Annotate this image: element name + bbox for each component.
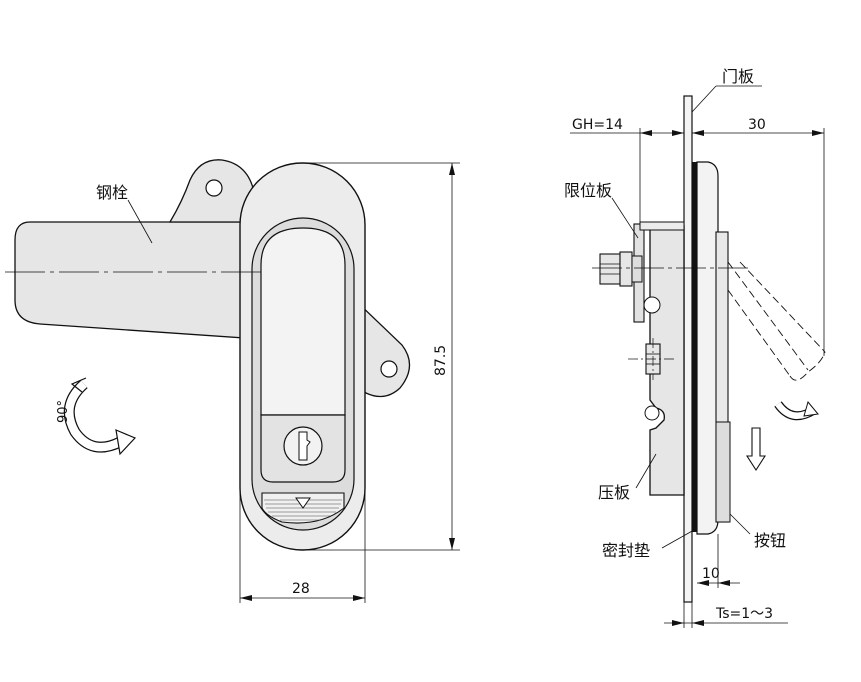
gasket (692, 162, 697, 532)
label-steel-bolt: 钢栓 (96, 183, 128, 202)
leader-limit-plate (611, 197, 639, 239)
arrow-down-icon (295, 497, 311, 509)
dim-10-dimension (697, 534, 740, 588)
handle-open-position (727, 261, 826, 381)
bolt-nut-icon (599, 251, 643, 287)
body-notch-lower (644, 405, 660, 421)
button-side (715, 421, 731, 523)
keyhole-icon (298, 431, 311, 461)
limit-plate-cap (639, 221, 685, 231)
leader-steel-bolt (127, 199, 153, 244)
side-rotation-arrow-icon (774, 400, 819, 421)
label-limit-plate: 限位板 (564, 181, 612, 200)
push-down-arrow-icon (745, 427, 767, 472)
handle-body (260, 227, 346, 416)
leader-button (729, 513, 751, 535)
label-ts: Ts=1～3 (715, 606, 773, 622)
dim-10-label: 10 (702, 566, 720, 582)
label-door-panel: 门板 (722, 67, 754, 86)
door-panel (683, 95, 693, 603)
upper-mounting-hole (205, 179, 223, 197)
label-gasket: 密封垫 (602, 541, 650, 560)
rotation-arrow-icon (63, 377, 137, 456)
label-pressure-plate: 压板 (598, 483, 630, 502)
leader-gasket (661, 529, 695, 549)
rotation-angle-label: 90° (56, 400, 71, 423)
label-gh: GH=14 (572, 117, 623, 133)
dim-height-label: 87.5 (433, 345, 449, 376)
ts-dimension (664, 600, 788, 628)
side-view: GH=14 30 门板 限位板 压板 密封垫 按钮 (564, 67, 826, 628)
housing-flange (696, 161, 719, 535)
pivot-bolt-icon (628, 338, 676, 380)
leader-pressure-plate (635, 453, 657, 489)
steel-bolt-shape (14, 221, 246, 339)
dim-30-dimension (692, 128, 825, 356)
gh-dimension (570, 128, 684, 226)
height-dimension (302, 162, 460, 551)
lower-mounting-hole (380, 360, 398, 378)
dim-30-label: 30 (748, 117, 766, 133)
width-dimension (239, 490, 366, 603)
label-button: 按钮 (754, 531, 786, 550)
front-view: 钢栓 87.5 28 90° (5, 159, 460, 603)
body-notch-upper (643, 296, 661, 314)
dim-width-label: 28 (292, 581, 310, 597)
leader-door-panel (691, 85, 717, 113)
